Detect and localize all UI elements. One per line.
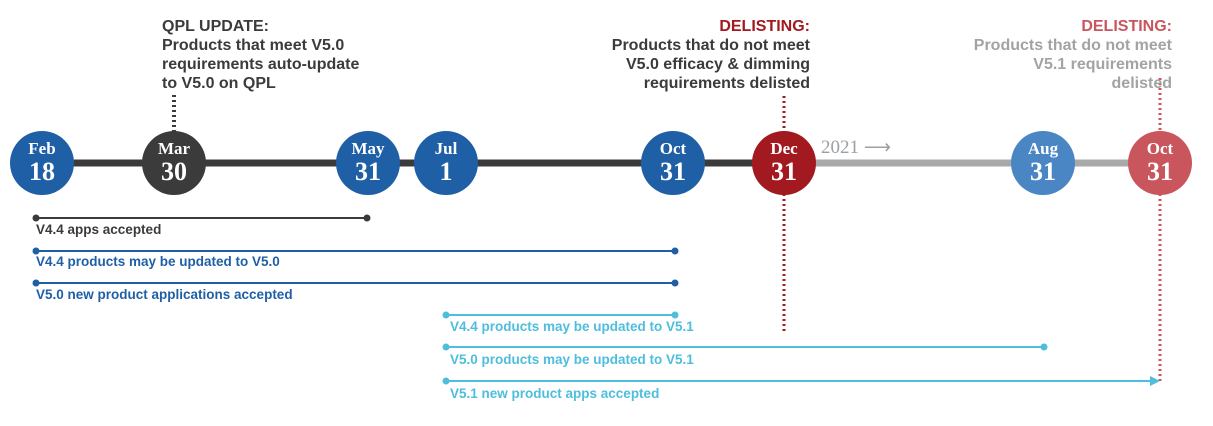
delisting-2021-heading: DELISTING:: [1081, 18, 1172, 35]
milestone-month: Oct: [1146, 139, 1174, 158]
bar-layer: [32, 214, 1160, 386]
bar-label-v44-to-v50: V4.4 products may be updated to V5.0: [36, 254, 280, 269]
duration-bar-start-dot: [32, 214, 40, 222]
milestone-month: May: [351, 139, 385, 158]
delisting-2020-heading: DELISTING:: [719, 18, 810, 35]
bar-label-v51-new-apps: V5.1 new product apps accepted: [450, 386, 660, 401]
duration-bar-end-dot: [671, 311, 679, 319]
duration-bar-start-dot: [442, 377, 450, 385]
bar-label-v44-apps: V4.4 apps accepted: [36, 222, 162, 237]
milestone-mar-30: Mar 30: [142, 131, 206, 195]
delisting-2021-line-2: V5.1 requirements: [1033, 56, 1172, 73]
qpl-update-line-3: to V5.0 on QPL: [162, 75, 276, 92]
duration-bar-end-dot: [1040, 343, 1048, 351]
delisting-2021-line-3: delisted: [1111, 75, 1172, 92]
duration-bar-start-dot: [32, 247, 40, 255]
delisting-2021-note: DELISTING: Products that do not meet V5.…: [974, 17, 1172, 93]
delisting-2020-line-1: Products that do not meet: [611, 37, 810, 54]
milestone-feb-18: Feb 18: [10, 131, 74, 195]
duration-bar-end-dot: [671, 279, 679, 287]
milestone-month: Oct: [659, 139, 687, 158]
delisting-2020-note: DELISTING: Products that do not meet V5.…: [612, 17, 810, 93]
duration-bar-end-dot: [671, 247, 679, 255]
qpl-update-line-2: requirements auto-update: [162, 56, 360, 73]
bar-label-v44-to-v51: V4.4 products may be updated to V5.1: [450, 319, 694, 334]
milestone-day: 31: [660, 157, 686, 186]
qpl-update-line-1: Products that meet V5.0: [162, 37, 345, 54]
milestone-aug-31: Aug 31: [1011, 131, 1075, 195]
delisting-2020-line-3: requirements delisted: [643, 75, 810, 92]
duration-bar-start-dot: [442, 311, 450, 319]
bar-label-v50-new-apps: V5.0 new product applications accepted: [36, 287, 293, 302]
year-2021-label: 2021 ⟶: [821, 137, 891, 158]
duration-bar-arrow-head: [1150, 376, 1160, 386]
milestone-month: Dec: [770, 139, 798, 158]
milestone-dec-31: Dec 31: [752, 131, 816, 195]
milestone-jul-1: Jul 1: [414, 131, 478, 195]
delisting-2021-line-1: Products that do not meet: [973, 37, 1172, 54]
milestone-day: 18: [29, 157, 55, 186]
duration-bar-end-dot: [363, 214, 371, 222]
milestone-month: Mar: [157, 139, 191, 158]
milestone-day: 31: [1147, 157, 1173, 186]
milestone-month: Feb: [28, 139, 56, 158]
milestone-month: Aug: [1027, 139, 1059, 158]
milestone-may-31: May 31: [336, 131, 400, 195]
milestone-oct-31-2021: Oct 31: [1128, 131, 1192, 195]
duration-bar-start-dot: [442, 343, 450, 351]
milestone-month: Jul: [434, 139, 458, 158]
milestone-day: 31: [1030, 157, 1056, 186]
milestone-day: 31: [355, 157, 381, 186]
delisting-2020-line-2: V5.0 efficacy & dimming: [625, 56, 810, 73]
milestone-oct-31-2020: Oct 31: [641, 131, 705, 195]
milestone-day: 30: [161, 157, 187, 186]
bar-label-v50-to-v51: V5.0 products may be updated to V5.1: [450, 352, 694, 367]
qpl-update-note: QPL UPDATE: Products that meet V5.0 requ…: [162, 17, 359, 93]
milestone-day: 31: [771, 157, 797, 186]
milestone-day: 1: [439, 157, 453, 186]
qpl-update-heading: QPL UPDATE:: [162, 18, 269, 35]
duration-bar-start-dot: [32, 279, 40, 287]
